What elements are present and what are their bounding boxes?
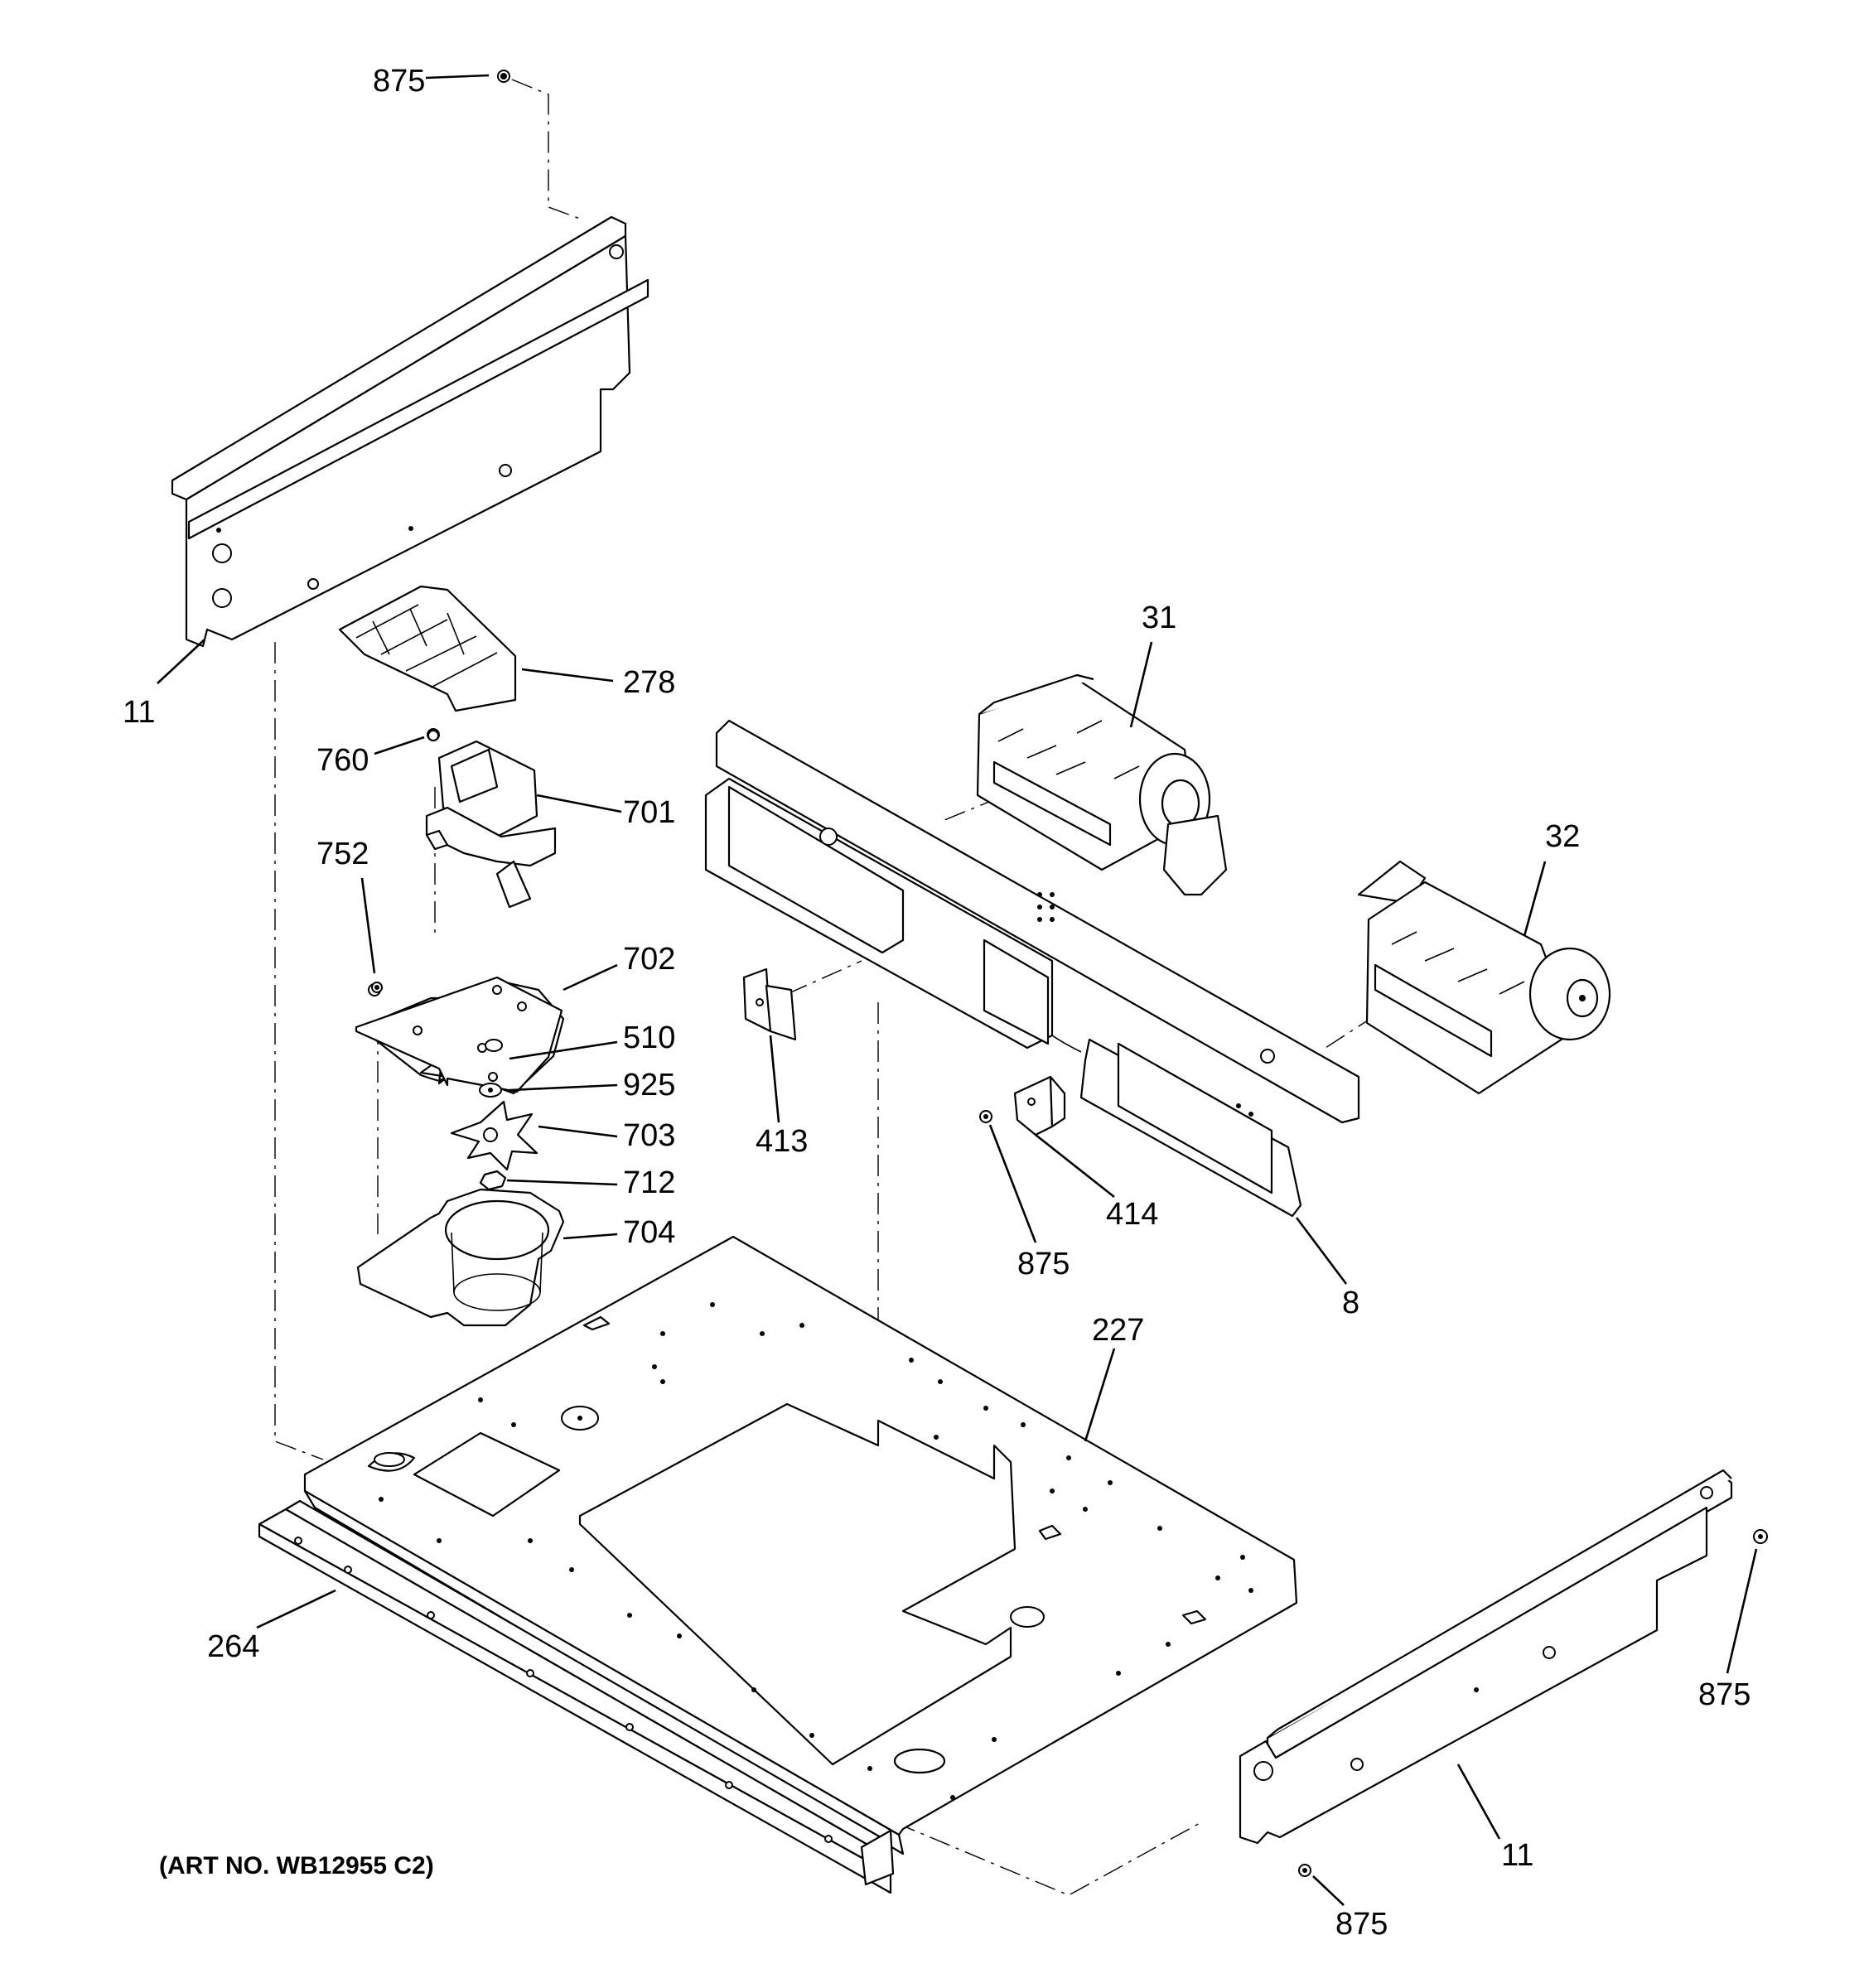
bracket-414 bbox=[1013, 1075, 1066, 1136]
hub-and-fan-parts bbox=[450, 1039, 538, 1191]
base-plate-227 bbox=[303, 1235, 1298, 1855]
bracket-413 bbox=[742, 967, 797, 1041]
callout-701: 701 bbox=[623, 795, 675, 830]
insulation-pad-278 bbox=[338, 585, 517, 712]
callout-414: 414 bbox=[1106, 1197, 1158, 1232]
callout-11-right: 11 bbox=[1501, 1838, 1533, 1873]
screw-875-bottom bbox=[1298, 1864, 1311, 1877]
callout-278: 278 bbox=[623, 665, 675, 700]
callout-875-top: 875 bbox=[373, 64, 425, 99]
art-number: (ART NO. WB12955 C2) bbox=[159, 1852, 434, 1879]
callout-8: 8 bbox=[1342, 1286, 1359, 1320]
callout-32: 32 bbox=[1545, 819, 1580, 854]
callout-875-right: 875 bbox=[1698, 1677, 1751, 1712]
callout-31: 31 bbox=[1142, 601, 1176, 635]
screw-760 bbox=[427, 730, 439, 741]
screw-875-mid bbox=[979, 1110, 992, 1123]
bracket-channel-8 bbox=[704, 719, 1360, 1218]
callout-703: 703 bbox=[623, 1118, 675, 1153]
blower-31 bbox=[976, 673, 1228, 896]
callout-875-bottom: 875 bbox=[1335, 1907, 1388, 1942]
callout-752: 752 bbox=[316, 837, 369, 871]
panel-11-lower bbox=[1239, 1469, 1733, 1845]
callout-labels: 875 11 278 760 701 752 702 510 925 703 7… bbox=[123, 64, 1751, 1942]
callout-227: 227 bbox=[1092, 1313, 1144, 1348]
blower-32 bbox=[1357, 860, 1611, 1095]
callout-760: 760 bbox=[316, 743, 369, 778]
callout-704: 704 bbox=[623, 1215, 675, 1250]
base-plate-holes bbox=[379, 1302, 1253, 1800]
callout-875-mid: 875 bbox=[1017, 1247, 1070, 1281]
fan-housing-704 bbox=[356, 1188, 565, 1327]
callout-925: 925 bbox=[623, 1068, 675, 1103]
callout-leader-lines bbox=[157, 74, 1758, 1906]
plate-702 bbox=[355, 976, 565, 1095]
screw-875-right bbox=[1753, 1529, 1768, 1544]
front-rail-264 bbox=[258, 1499, 895, 1894]
panel-11-upper bbox=[171, 215, 650, 648]
callout-702: 702 bbox=[623, 942, 675, 977]
callout-413: 413 bbox=[756, 1124, 808, 1159]
screw-752 bbox=[371, 982, 383, 993]
motor-701 bbox=[425, 728, 557, 909]
callout-712: 712 bbox=[623, 1165, 675, 1200]
callout-11-left: 11 bbox=[123, 695, 155, 730]
callout-264: 264 bbox=[207, 1629, 259, 1664]
screw-875-top bbox=[497, 70, 510, 83]
callout-510: 510 bbox=[623, 1021, 675, 1055]
